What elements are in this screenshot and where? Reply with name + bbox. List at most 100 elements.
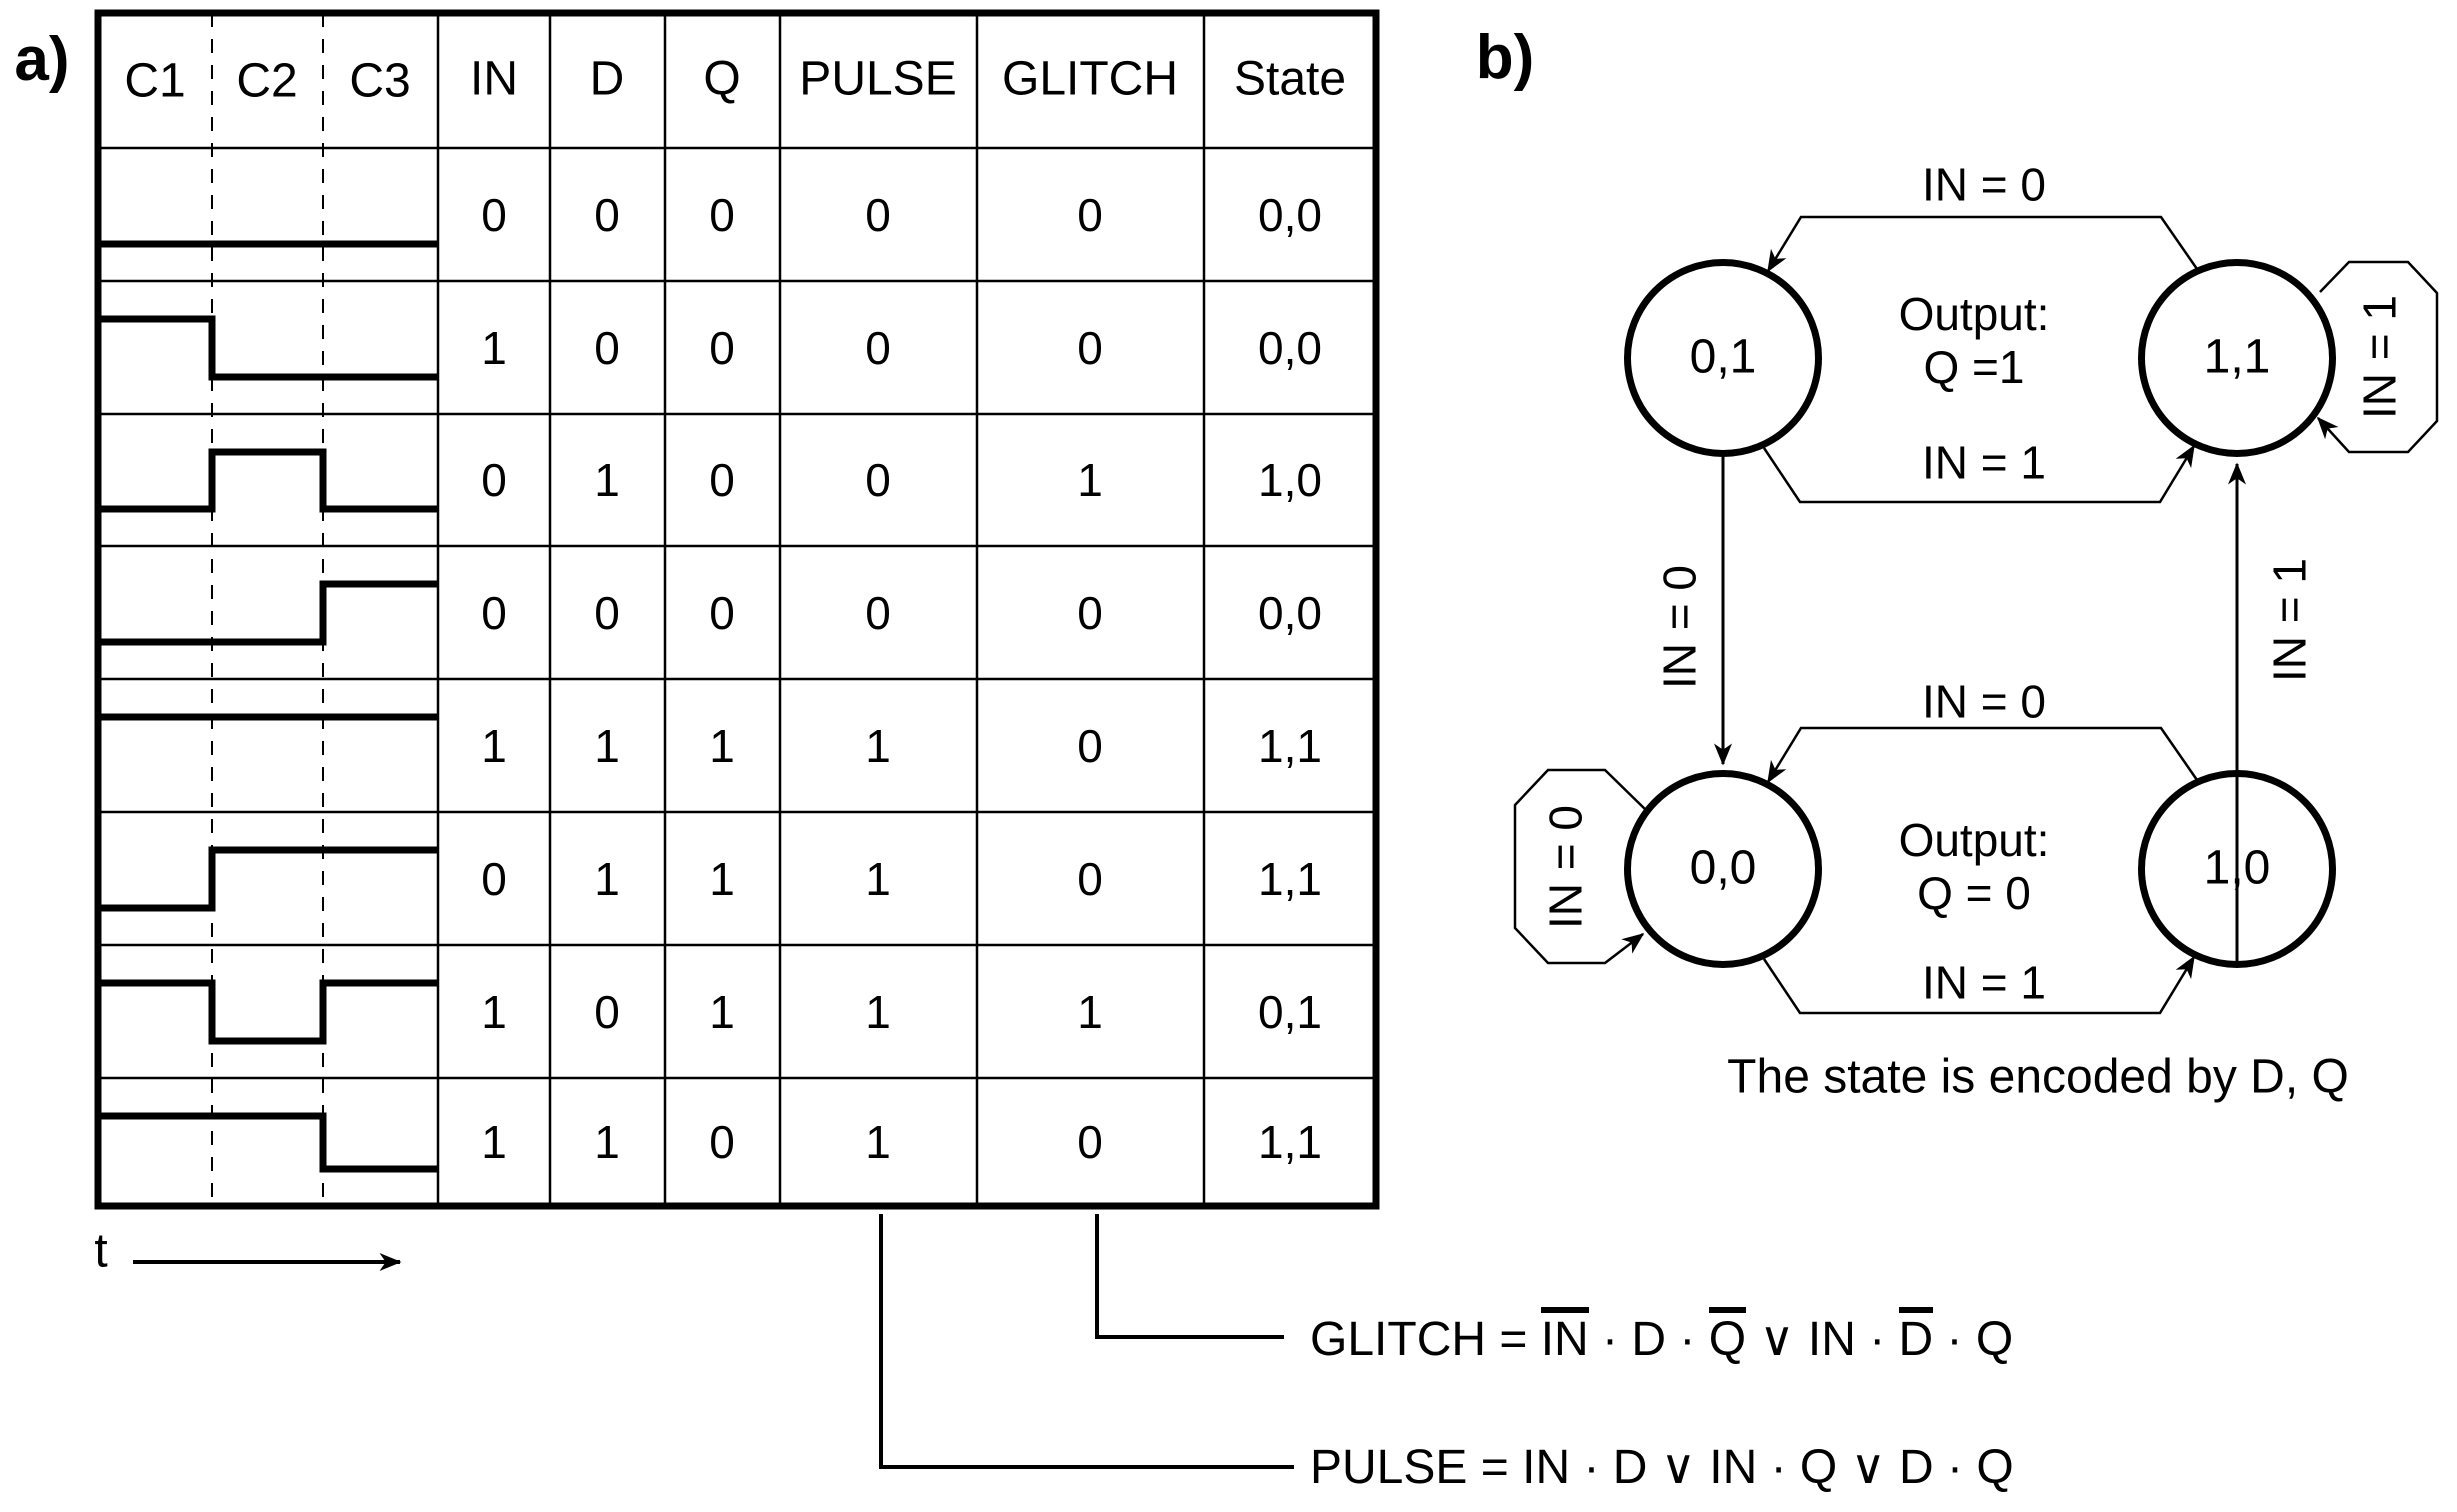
table-cell-row6-pulse: 1 <box>865 852 891 905</box>
formula-term: PULSE = IN · D ∨ IN · Q ∨ D · Q <box>1310 1441 2014 1494</box>
table-cell-row4-in: 0 <box>481 586 507 639</box>
waveform-row8 <box>98 1112 438 1173</box>
transition-01-to-11-arrow <box>1762 444 2196 504</box>
state-encoding-caption: The state is encoded by D, Q <box>1727 1050 2349 1104</box>
transition-label-left-vertical: IN = 0 <box>1653 564 1706 690</box>
table-cell-row8-state: 1,1 <box>1258 1116 1322 1168</box>
table-cell-row8-d: 1 <box>594 1116 620 1168</box>
formula-term-negated: IN <box>1540 1307 1589 1364</box>
table-cell-row2-state: 0,0 <box>1258 321 1322 374</box>
glitch-formula: GLITCH = IN · D · Q ∨ IN · D · Q <box>1310 1307 2013 1367</box>
table-cell-row1-d: 0 <box>594 188 620 241</box>
formula-term-negated: D <box>1898 1307 1934 1364</box>
self-loop-label-11: IN = 1 <box>2353 294 2406 420</box>
table-cell-row6-glitch: 0 <box>1077 852 1103 905</box>
table-cell-row7-in: 1 <box>481 985 507 1038</box>
waveform-row2 <box>98 315 438 381</box>
table-cell-row5-state: 1,1 <box>1258 719 1322 772</box>
table-cell-row2-d: 0 <box>594 321 620 374</box>
panel-a-label: a) <box>14 24 70 94</box>
waveform-row4 <box>98 580 438 646</box>
column-header-state: State <box>1233 52 1347 106</box>
table-grid <box>94 9 1380 1210</box>
transition-11-to-01-arrow <box>1766 215 2199 273</box>
transition-label-top-lower: IN = 1 <box>1921 436 2047 489</box>
column-header-c1: C1 <box>124 54 186 108</box>
output-note-top: Output: Q =1 <box>1899 288 2050 394</box>
output-note-top-line1: Output: <box>1898 288 2050 341</box>
column-header-glitch: GLITCH <box>1001 52 1179 106</box>
column-header-pulse: PULSE <box>799 52 957 106</box>
self-loop-label-00: IN = 0 <box>1539 804 1592 930</box>
state-label-10: 1,0 <box>2203 841 2271 895</box>
formula-term-negated: Q <box>1708 1307 1747 1364</box>
table-cell-row6-state: 1,1 <box>1258 852 1322 905</box>
state-circle-bottom-left <box>1624 770 1822 968</box>
column-header-d: D <box>589 52 625 106</box>
formula-term: · D · <box>1588 1313 1709 1366</box>
table-cell-row8-glitch: 0 <box>1077 1116 1103 1168</box>
table-cell-row7-glitch: 1 <box>1077 985 1103 1038</box>
glitch-formula-connector <box>1095 1214 1284 1339</box>
waveform-row6 <box>98 846 438 912</box>
table-cell-row4-pulse: 0 <box>865 586 891 639</box>
table-cell-row7-state: 0,1 <box>1258 985 1322 1038</box>
formula-term: · Q <box>1933 1313 2014 1366</box>
table-cell-row3-q: 0 <box>709 454 735 506</box>
table-cell-row1-state: 0,0 <box>1258 188 1322 241</box>
table-cell-row7-d: 0 <box>594 985 620 1038</box>
state-machine <box>1513 215 2439 1015</box>
table-cell-row2-q: 0 <box>709 321 735 374</box>
table-cell-row2-in: 1 <box>481 321 507 374</box>
column-header-c2: C2 <box>236 54 298 108</box>
waveform-layer <box>98 240 438 1173</box>
table-cell-row4-glitch: 0 <box>1077 586 1103 639</box>
table-cell-row6-d: 1 <box>594 852 620 905</box>
table-cell-row1-pulse: 0 <box>865 188 891 241</box>
pulse-formula: PULSE = IN · D ∨ IN · Q ∨ D · Q <box>1310 1439 2014 1495</box>
table-cell-row3-d: 1 <box>594 454 620 506</box>
table-cell-row7-pulse: 1 <box>865 985 891 1038</box>
panel-b-label: b) <box>1475 22 1535 92</box>
output-note-bottom-line1: Output: <box>1898 814 2050 867</box>
output-note-top-line2: Q =1 <box>1923 341 2025 393</box>
table-cell-row8-q: 0 <box>709 1116 735 1168</box>
state-label-00: 0,0 <box>1689 841 1757 895</box>
transition-10-to-00-arrow <box>1766 726 2199 784</box>
table-cell-row4-state: 0,0 <box>1258 586 1322 639</box>
table-cell-row6-q: 1 <box>709 852 735 905</box>
state-circle-top-left <box>1624 259 1822 457</box>
clock-phase-dashed-lines <box>211 13 324 1206</box>
transition-label-right-vertical: IN = 1 <box>2263 557 2316 683</box>
transition-00-to-10-arrow <box>1762 955 2196 1015</box>
table-cell-row5-glitch: 0 <box>1077 719 1103 772</box>
table-cell-row8-pulse: 1 <box>865 1116 891 1168</box>
table-cell-row1-glitch: 0 <box>1077 188 1103 241</box>
table-cell-row7-q: 1 <box>709 985 735 1038</box>
transition-label-top-upper: IN = 0 <box>1921 158 2047 211</box>
table-cell-row3-state: 1,0 <box>1258 454 1322 506</box>
transition-label-bottom-lower: IN = 1 <box>1921 956 2047 1009</box>
table-cell-row4-d: 0 <box>594 586 620 639</box>
table-cell-row5-d: 1 <box>594 719 620 772</box>
formula-term: ∨ IN · <box>1746 1313 1899 1366</box>
table-cell-row1-in: 0 <box>481 188 507 241</box>
output-note-bottom: Output: Q = 0 <box>1899 814 2050 920</box>
table-cell-row3-glitch: 1 <box>1077 454 1103 506</box>
self-loop-00-arrow <box>1513 768 1649 965</box>
transition-label-bottom-upper: IN = 0 <box>1921 675 2047 728</box>
column-header-c3: C3 <box>349 54 411 108</box>
pulse-formula-connector <box>879 1214 1294 1469</box>
table-cell-row3-in: 0 <box>481 454 507 506</box>
table-cell-row1-q: 0 <box>709 188 735 241</box>
table-cell-row2-glitch: 0 <box>1077 321 1103 374</box>
waveform-row7 <box>98 979 438 1045</box>
table-cell-row2-pulse: 0 <box>865 321 891 374</box>
column-header-q: Q <box>703 52 741 106</box>
table-cell-row8-in: 1 <box>481 1116 507 1168</box>
formula-term: GLITCH = <box>1310 1313 1541 1366</box>
column-header-in: IN <box>470 52 518 106</box>
table-cell-row5-in: 1 <box>481 719 507 772</box>
